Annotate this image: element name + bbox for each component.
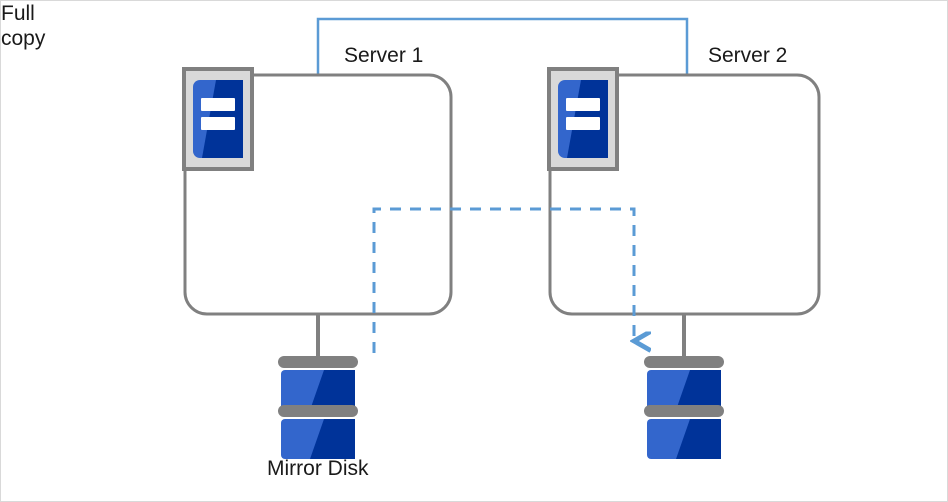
server1-icon-group	[182, 67, 254, 171]
full-copy-label-line1: Full	[1, 2, 35, 25]
server2-label: Server 2	[708, 44, 788, 67]
server-icon-bar-top	[566, 98, 600, 111]
server-icon-bar-bottom	[201, 117, 235, 130]
disk-icon-platter-lower-shadow	[310, 419, 355, 459]
full-copy-label: Full copy	[1, 1, 947, 51]
connection-full-copy	[372, 207, 634, 353]
disk-icon-cap-middle	[644, 405, 724, 417]
mirror-disk-label: Mirror Disk	[267, 457, 369, 480]
server1-label: Server 1	[344, 44, 424, 67]
disk-icon-platter-lower-shadow	[676, 419, 721, 459]
connection-interconnect	[316, 17, 689, 75]
server-icon-bar-bottom	[566, 117, 600, 130]
disk2-group[interactable]	[644, 356, 724, 459]
server-icon-bar-top	[201, 98, 235, 111]
full-copy-label-line2: copy	[1, 27, 46, 50]
disk1-group[interactable]	[278, 356, 358, 459]
server2-icon-group	[547, 67, 619, 171]
disk-icon-platter-upper-shadow	[676, 370, 721, 410]
disk-icon-cap-top	[278, 356, 358, 368]
disk-icon-cap-middle	[278, 405, 358, 417]
disk-icon-cap-top	[644, 356, 724, 368]
disk-icon-platter-upper-shadow	[310, 370, 355, 410]
